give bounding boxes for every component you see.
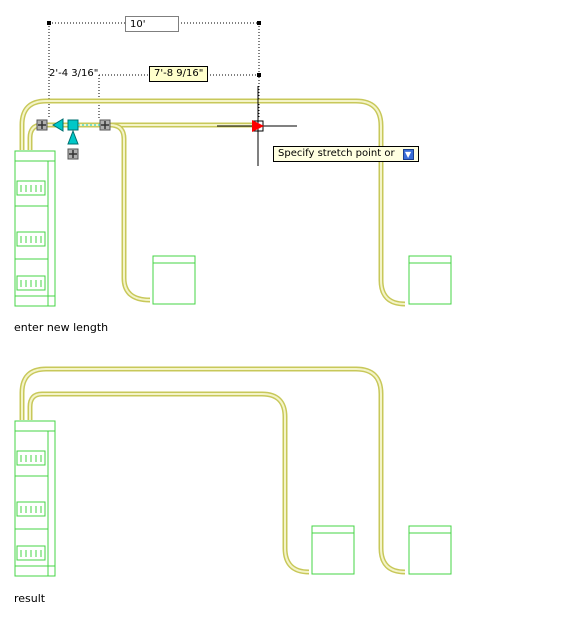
duct-run-short-result [27, 391, 310, 575]
dropdown-arrow-icon[interactable]: ▼ [402, 148, 414, 160]
duct-run-long [19, 98, 406, 307]
dim-tick-current [257, 73, 261, 77]
dim-tick-right [257, 21, 261, 25]
dimension-label-offset: 2'-4 3/16" [49, 68, 99, 79]
terminal-box-bottom-right [408, 525, 452, 575]
duct-run-short [27, 122, 255, 303]
dim-tick-left [47, 21, 51, 25]
command-prompt-tooltip: Specify stretch point or ▼ [273, 146, 419, 162]
grip-plus-below-icon[interactable] [67, 148, 79, 160]
terminal-box-top-right [408, 255, 452, 305]
bottom-drawing [14, 366, 452, 577]
grip-plus-mid-icon[interactable] [99, 119, 111, 131]
grip-plus-left-icon[interactable] [36, 119, 48, 131]
dimension-length-input[interactable] [125, 16, 179, 32]
terminal-box-top-left [152, 255, 196, 305]
duct-run-long-result [19, 366, 406, 575]
command-prompt-text: Specify stretch point or [278, 148, 395, 159]
equipment-rack-bottom [14, 420, 56, 577]
dimension-label-current-length: 7'-8 9/16" [149, 66, 209, 82]
equipment-rack-top [14, 150, 56, 307]
grip-red-arrow-icon[interactable] [252, 120, 264, 132]
terminal-box-bottom-left [311, 525, 355, 575]
top-drawing [14, 21, 452, 307]
caption-top: enter new length [14, 321, 109, 334]
caption-bottom: result [14, 592, 46, 605]
